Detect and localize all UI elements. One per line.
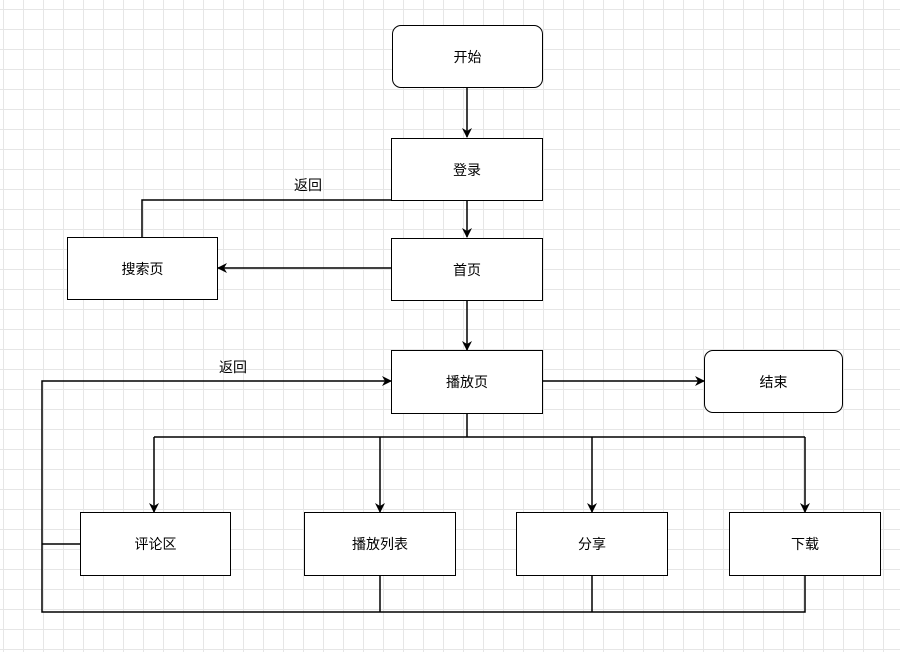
node-end: 结束 [704,350,843,413]
node-login-label: 登录 [453,162,481,179]
edge-return-loop [41,376,806,613]
edge-label-back-search: 返回 [294,178,322,194]
node-search: 搜索页 [67,237,218,300]
node-share-label: 分享 [578,537,606,553]
edge-label-back-play: 返回 [219,360,247,376]
node-search-label: 搜索页 [121,261,164,278]
node-play: 播放页 [391,350,543,414]
node-start: 开始 [392,25,543,88]
node-start-label: 开始 [453,49,482,66]
edge-search-return [141,199,467,237]
node-comments: 评论区 [80,512,231,576]
node-download: 下载 [729,512,881,576]
node-end-label: 结束 [759,374,788,391]
node-play-label: 播放页 [446,375,488,391]
node-login: 登录 [391,138,543,201]
node-playlist-label: 播放列表 [352,537,408,553]
node-share: 分享 [516,512,668,576]
node-home-label: 首页 [453,262,481,279]
node-comments-label: 评论区 [134,537,177,553]
node-home: 首页 [391,238,543,301]
node-download-label: 下载 [791,537,819,553]
node-playlist: 播放列表 [304,512,456,576]
